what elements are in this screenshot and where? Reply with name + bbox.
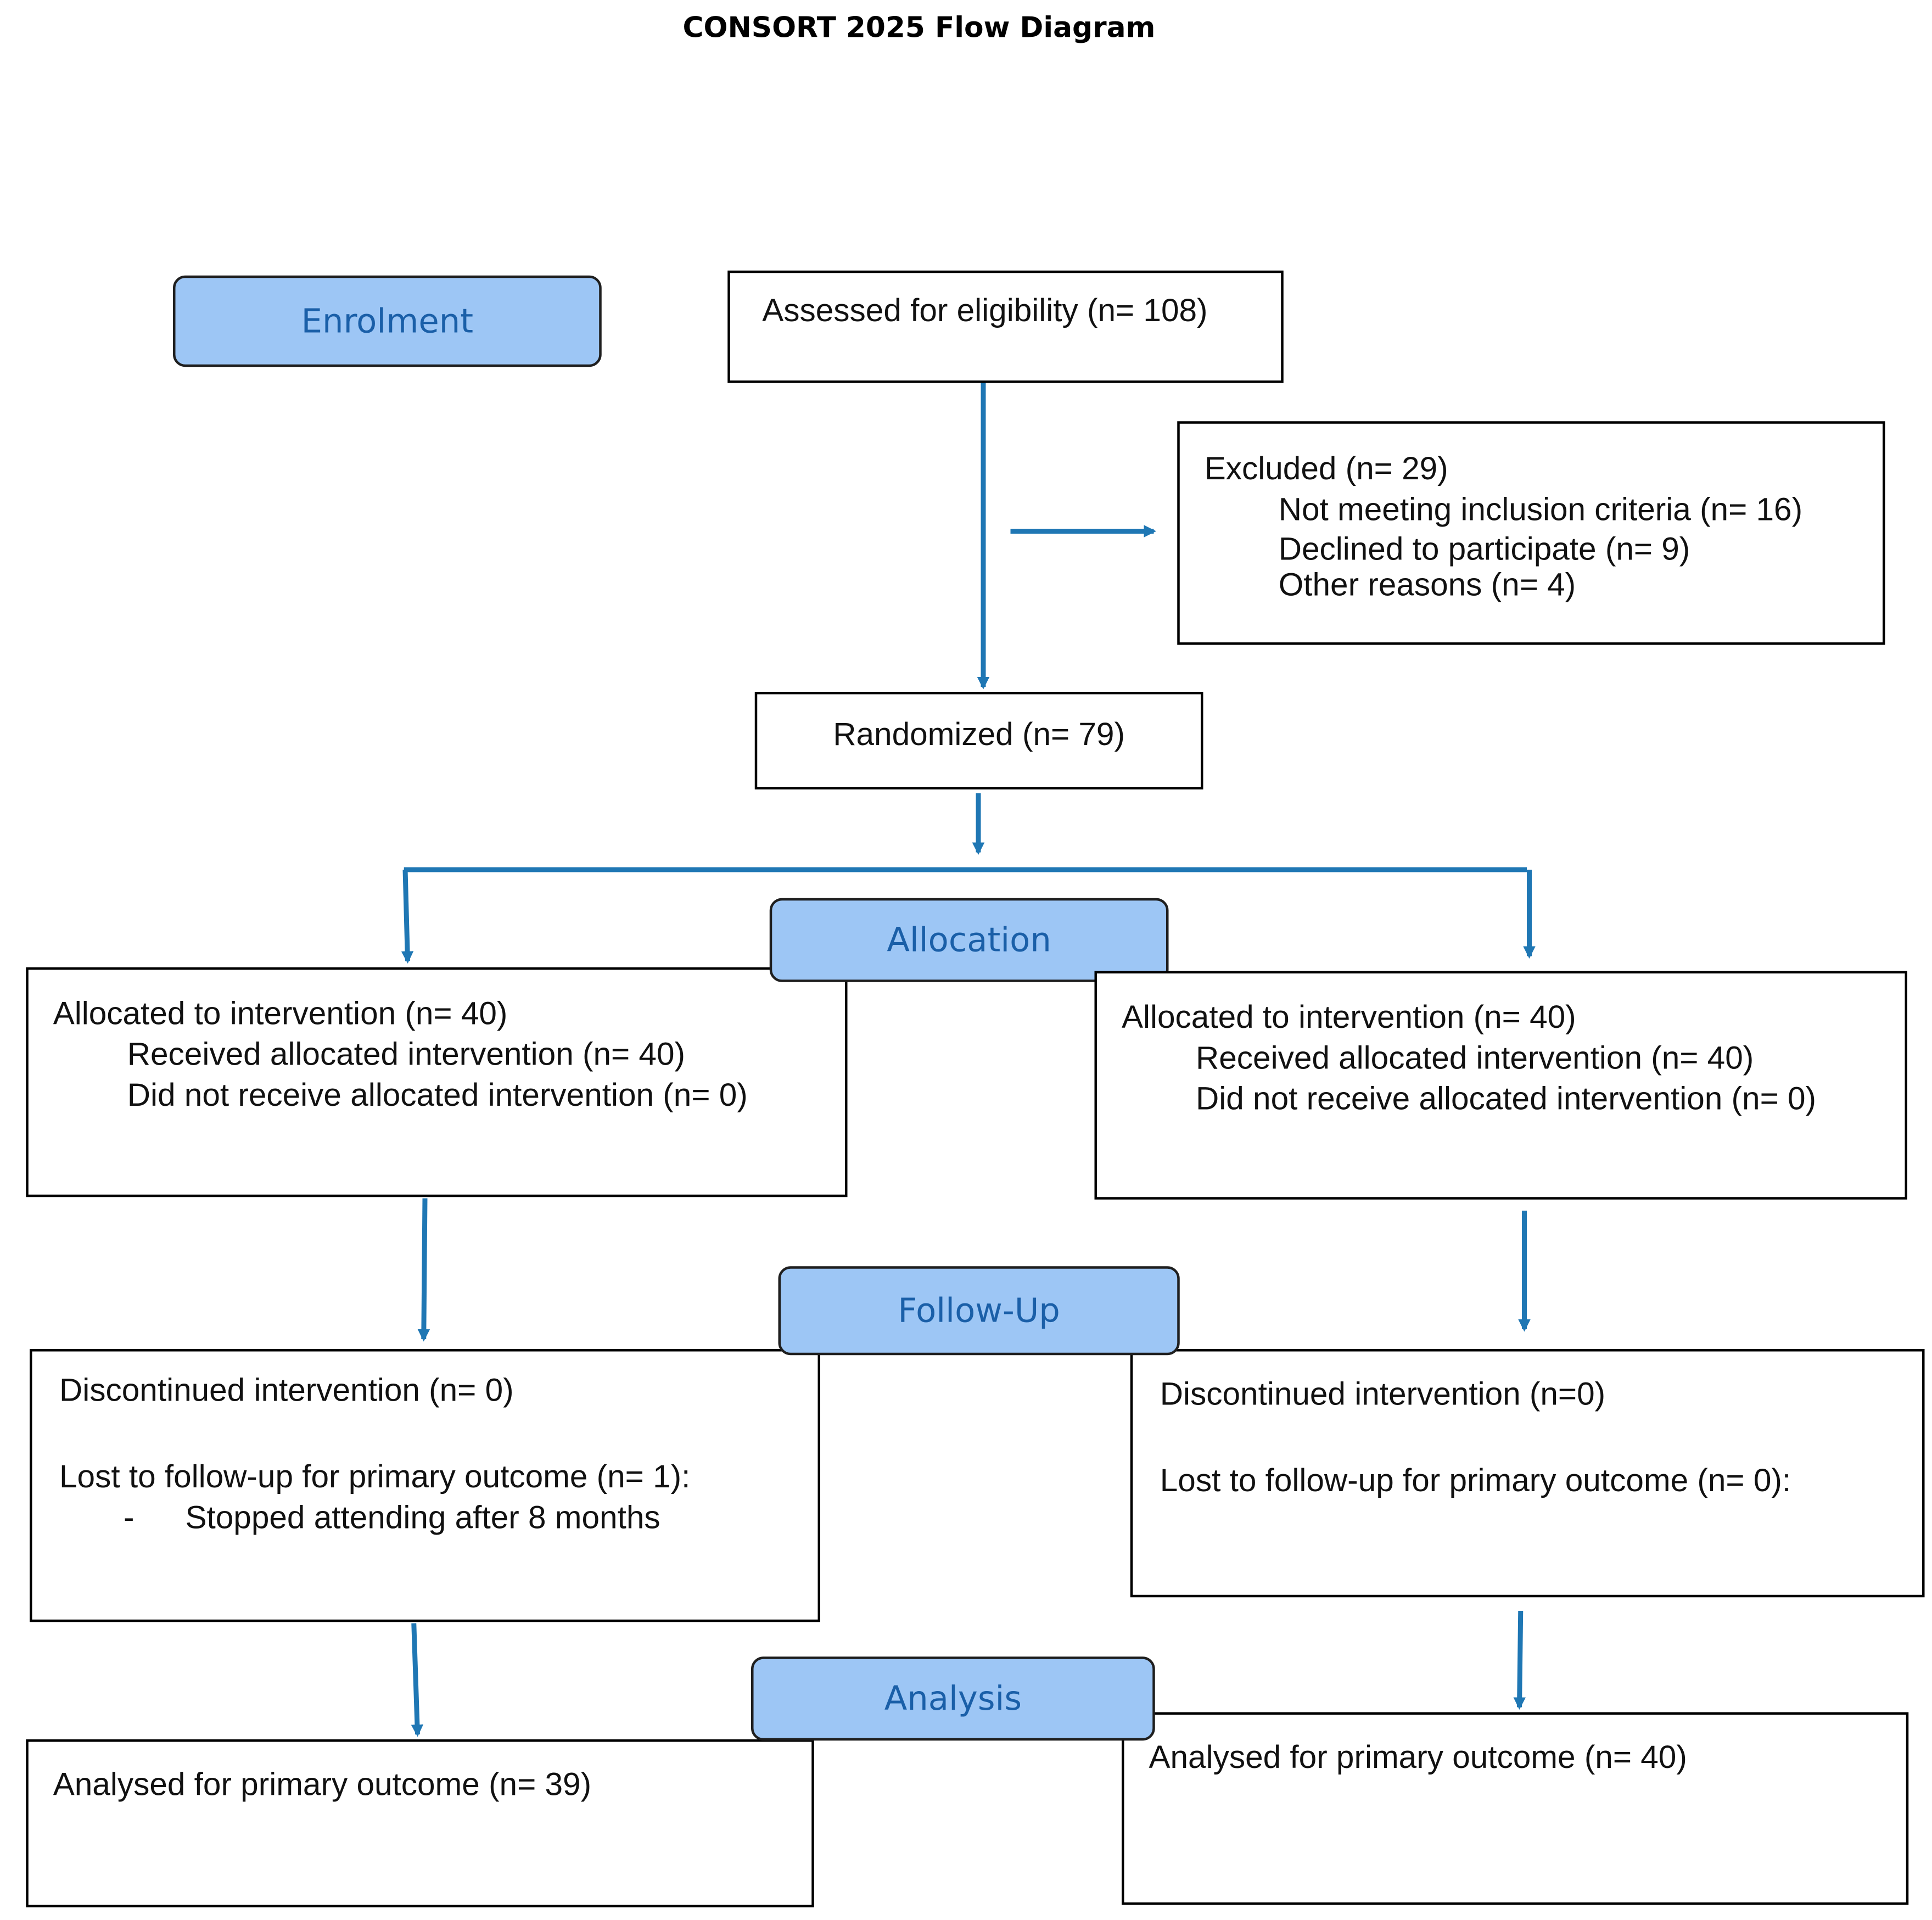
bullet-dash: - [124, 1498, 135, 1536]
left-allocation-box: Allocated to intervention (n= 40) Receiv… [26, 967, 848, 1197]
right-followup-lost: Lost to follow-up for primary outcome (n… [1160, 1461, 1791, 1499]
left-allocation-details: Received allocated intervention (n= 40) … [53, 1034, 845, 1116]
excluded-header: Excluded (n= 29) [1204, 450, 1448, 487]
stage-label-analysis: Analysis [751, 1656, 1155, 1741]
left-followup-reason-row: - Stopped attending after 8 months [59, 1497, 818, 1538]
randomized-box: Randomized (n= 79) [754, 692, 1203, 790]
left-followup-lost-reason: Stopped attending after 8 months [185, 1498, 660, 1536]
right-followup-box: Discontinued intervention (n=0) Lost to … [1130, 1349, 1925, 1598]
excluded-reason: Not meeting inclusion criteria (n= 16) [1278, 490, 1803, 528]
right-followup-discontinued: Discontinued intervention (n=0) [1160, 1375, 1606, 1412]
left-analysis-box: Analysed for primary outcome (n= 39) [26, 1739, 814, 1907]
left-allocation-not-received: Did not receive allocated intervention (… [127, 1076, 748, 1113]
excluded-box: Excluded (n= 29) Not meeting inclusion c… [1177, 421, 1885, 645]
stage-label-allocation: Allocation [769, 898, 1169, 982]
right-analysis-box: Analysed for primary outcome (n= 40) [1122, 1712, 1909, 1905]
right-analysis-text: Analysed for primary outcome (n= 40) [1149, 1738, 1687, 1776]
arrow-to-left-allocation [401, 869, 414, 964]
arrow-left-allocation-to-followup [417, 1198, 430, 1342]
excluded-reasons: Not meeting inclusion criteria (n= 16) D… [1205, 489, 1883, 606]
excluded-reason: Declined to participate (n= 9) [1278, 530, 1690, 567]
excluded-reason: Other reasons (n= 4) [1278, 566, 1576, 603]
left-allocation-header: Allocated to intervention (n= 40) [53, 994, 508, 1032]
right-allocation-header: Allocated to intervention (n= 40) [1122, 998, 1576, 1035]
left-allocation-received: Received allocated intervention (n= 40) [127, 1035, 686, 1073]
left-followup-lost: Lost to follow-up for primary outcome (n… [59, 1458, 691, 1495]
stage-label-follow-up: Follow-Up [778, 1266, 1180, 1356]
stage-label-enrolment: Enrolment [173, 275, 602, 367]
left-followup-box: Discontinued intervention (n= 0) Lost to… [30, 1349, 820, 1622]
right-allocation-box: Allocated to intervention (n= 40) Receiv… [1094, 971, 1907, 1200]
right-allocation-received: Received allocated intervention (n= 40) [1196, 1039, 1754, 1076]
diagram-title: CONSORT 2025 Flow Diagram [682, 12, 1156, 45]
right-allocation-not-received: Did not receive allocated intervention (… [1196, 1079, 1817, 1117]
randomized-text: Randomized (n= 79) [833, 715, 1125, 753]
left-analysis-text: Analysed for primary outcome (n= 39) [53, 1765, 592, 1803]
right-allocation-details: Received allocated intervention (n= 40) … [1122, 1038, 1905, 1119]
assessed-box: Assessed for eligibility (n= 108) [727, 270, 1284, 383]
arrow-right-followup-to-analysis [1513, 1610, 1526, 1710]
left-followup-discontinued: Discontinued intervention (n= 0) [59, 1371, 514, 1409]
arrow-left-followup-to-analysis [411, 1623, 424, 1737]
assessed-text: Assessed for eligibility (n= 108) [762, 292, 1208, 329]
